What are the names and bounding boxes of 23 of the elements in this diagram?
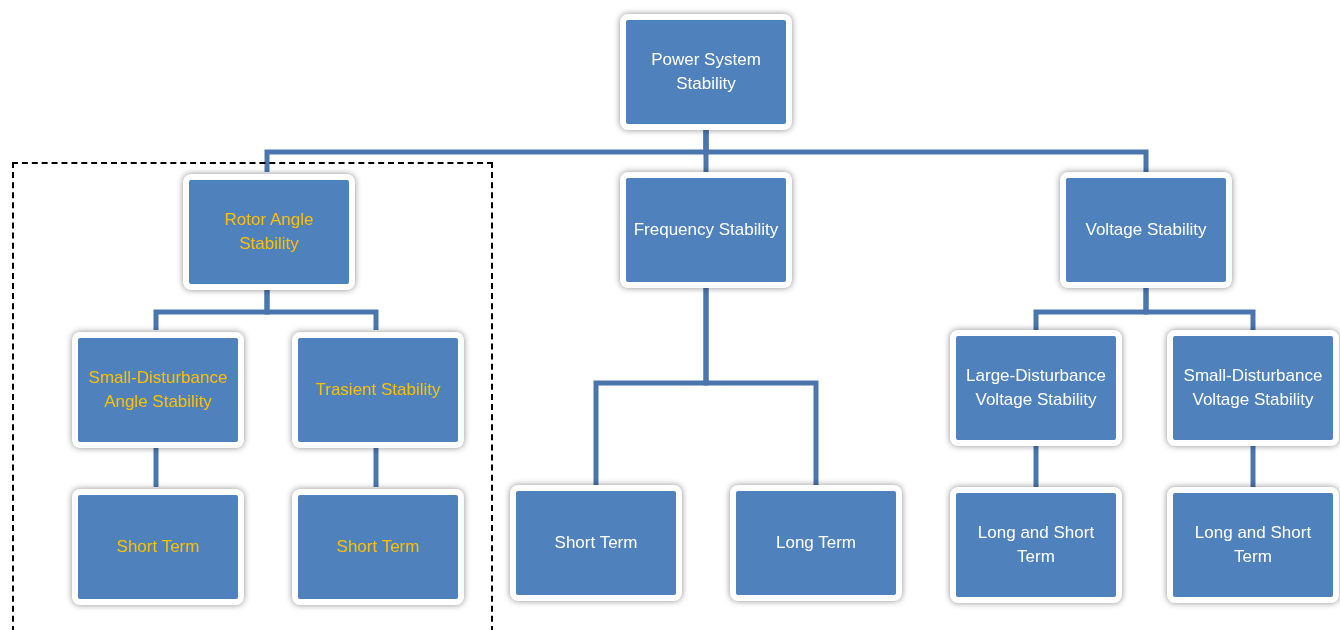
node-label: Trasient Stability [315, 379, 441, 401]
node-label: Short Term [336, 536, 420, 558]
connector-line [264, 288, 379, 330]
node-label: Voltage Stability [1085, 219, 1207, 241]
connector-line [153, 446, 159, 487]
node-label: Short Term [554, 532, 638, 554]
node-label: Power System Stability [650, 49, 762, 95]
node-label: Small-Disturbance Voltage Stability [1182, 365, 1324, 411]
connector-line [1250, 446, 1256, 487]
connector-line [703, 288, 819, 485]
node-label: Small-Disturbance Angle Stability [87, 367, 229, 413]
node-label: Long and Short Term [976, 522, 1096, 568]
connector-line [373, 446, 379, 487]
node-label: Long Term [776, 532, 856, 554]
node-label: Frequency Stability [633, 219, 779, 241]
node-label: Short Term [116, 536, 200, 558]
group-outline [12, 162, 493, 630]
node-label: Large-Disturbance Voltage Stability [965, 365, 1107, 411]
connector-line [1033, 446, 1039, 487]
node-label: Rotor Angle Stability [223, 209, 315, 255]
node-label: Long and Short Term [1193, 522, 1313, 568]
connector-line [1143, 288, 1256, 330]
connector-line [703, 130, 1149, 172]
